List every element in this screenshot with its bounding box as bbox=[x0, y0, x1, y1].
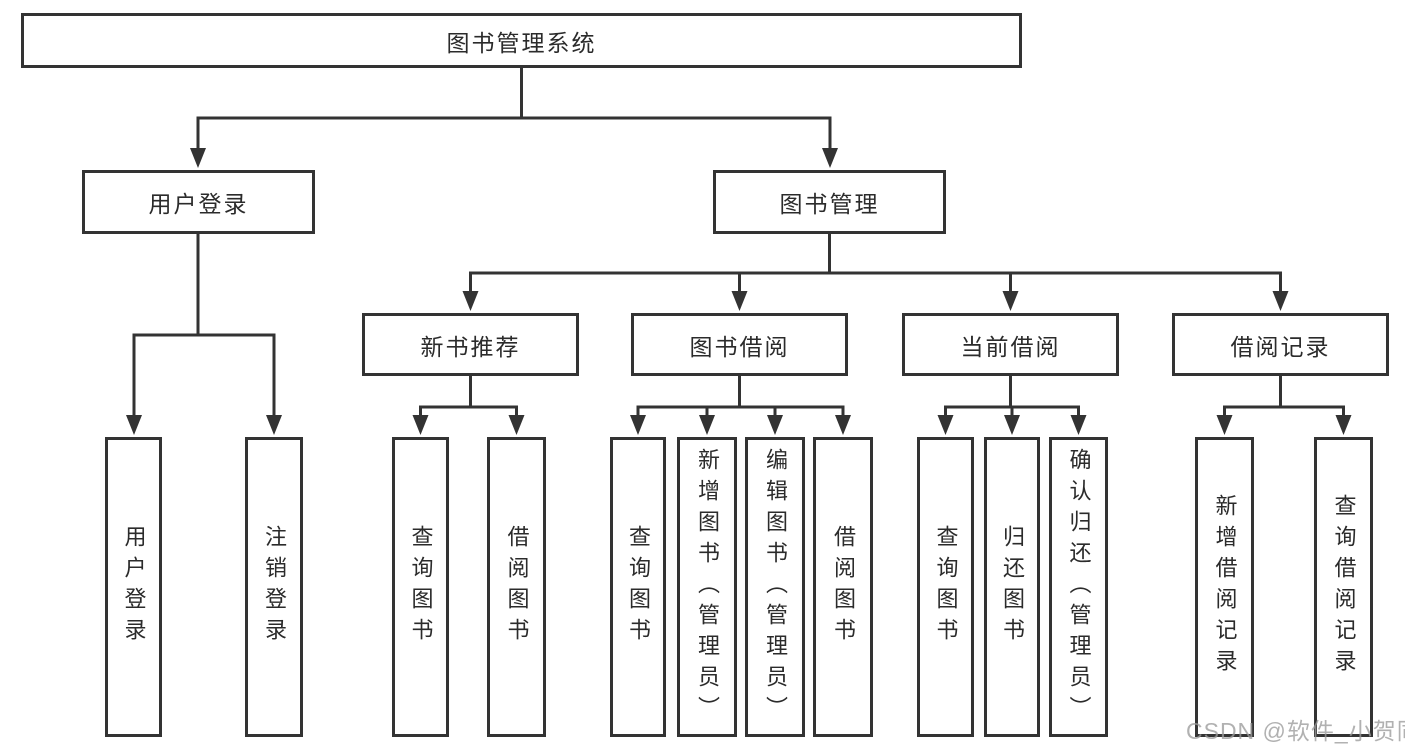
connector-book-management bbox=[462, 232, 1289, 311]
node-book-management-label: 图书管理 bbox=[779, 191, 880, 217]
leaf-edit-book-admin-label: 编辑图书（管理员） bbox=[763, 447, 788, 727]
leaf-return-book-label: 归还图书 bbox=[1000, 525, 1025, 649]
leaf-query-borrow-record-label: 查询借阅记录 bbox=[1331, 494, 1357, 680]
leaf-query-books-current: 查询图书 bbox=[917, 437, 974, 737]
connector-root bbox=[190, 66, 838, 168]
connector-new-book-recommend bbox=[412, 374, 525, 435]
leaf-borrow-books-recommend: 借阅图书 bbox=[487, 437, 546, 737]
node-current-borrowing: 当前借阅 bbox=[902, 313, 1119, 376]
node-user-login-label: 用户登录 bbox=[148, 191, 249, 217]
leaf-return-book: 归还图书 bbox=[984, 437, 1040, 737]
node-borrowing-records: 借阅记录 bbox=[1172, 313, 1389, 376]
node-new-book-recommend-label: 新书推荐 bbox=[420, 333, 521, 360]
leaf-add-book-admin-label: 新增图书（管理员） bbox=[695, 447, 720, 727]
node-new-book-recommend: 新书推荐 bbox=[362, 313, 579, 376]
csdn-watermark: CSDN @软件_小贺同学 bbox=[1186, 718, 1405, 744]
leaf-add-book-admin: 新增图书（管理员） bbox=[677, 437, 737, 737]
leaf-user-login: 用户登录 bbox=[105, 437, 162, 737]
leaf-query-books-recommend-label: 查询图书 bbox=[408, 525, 434, 649]
leaf-confirm-return-admin-label: 确认归还（管理员） bbox=[1066, 447, 1092, 727]
leaf-query-books-borrowing-label: 查询图书 bbox=[626, 525, 651, 649]
node-library-system: 图书管理系统 bbox=[21, 13, 1022, 68]
leaf-add-borrow-record: 新增借阅记录 bbox=[1195, 437, 1254, 737]
leaf-edit-book-admin: 编辑图书（管理员） bbox=[745, 437, 805, 737]
leaf-borrow-books: 借阅图书 bbox=[813, 437, 873, 737]
connector-user-login bbox=[126, 232, 282, 435]
leaf-borrow-books-recommend-label: 借阅图书 bbox=[504, 525, 530, 649]
node-borrowing-records-label: 借阅记录 bbox=[1230, 333, 1331, 360]
leaf-logout-label: 注销登录 bbox=[262, 525, 287, 649]
node-book-borrowing: 图书借阅 bbox=[631, 313, 848, 376]
leaf-logout: 注销登录 bbox=[245, 437, 303, 737]
leaf-add-borrow-record-label: 新增借阅记录 bbox=[1212, 494, 1238, 680]
leaf-query-books-borrowing: 查询图书 bbox=[610, 437, 666, 737]
leaf-query-borrow-record: 查询借阅记录 bbox=[1314, 437, 1373, 737]
leaf-query-books-current-label: 查询图书 bbox=[933, 525, 959, 649]
leaf-borrow-books-label: 借阅图书 bbox=[831, 525, 856, 649]
leaf-query-books-recommend: 查询图书 bbox=[392, 437, 449, 737]
node-library-system-label: 图书管理系统 bbox=[446, 29, 597, 56]
leaf-confirm-return-admin: 确认归还（管理员） bbox=[1049, 437, 1108, 737]
node-book-borrowing-label: 图书借阅 bbox=[689, 333, 790, 360]
leaf-user-login-label: 用户登录 bbox=[121, 525, 147, 649]
node-book-management: 图书管理 bbox=[713, 170, 946, 234]
connector-book-borrowing bbox=[630, 374, 851, 435]
node-user-login: 用户登录 bbox=[82, 170, 315, 234]
connector-current-borrowing bbox=[937, 374, 1087, 435]
connector-borrowing-records bbox=[1216, 374, 1352, 435]
node-current-borrowing-label: 当前借阅 bbox=[960, 333, 1061, 360]
